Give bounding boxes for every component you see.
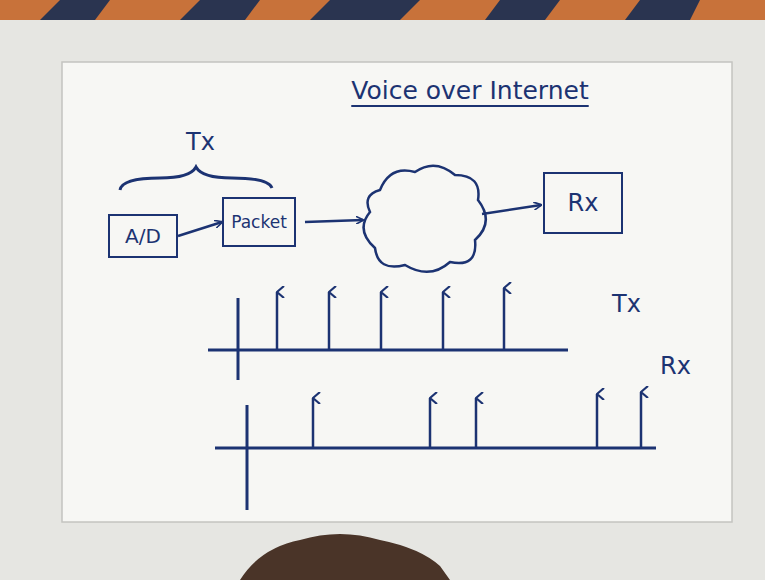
process-box: Packet (222, 197, 296, 247)
brace (120, 167, 272, 190)
network-cloud (364, 166, 486, 272)
axis-label: Rx (660, 352, 691, 380)
slide-title: Voice over Internet (290, 76, 650, 105)
tx-impulses (277, 288, 504, 350)
box-label: Packet (231, 212, 287, 232)
flow-arrow (482, 205, 541, 214)
rx-impulses (313, 392, 641, 448)
rx-timeline (215, 405, 656, 510)
presenter-hand (240, 534, 450, 580)
slide-card (62, 62, 732, 522)
process-box: A/D (108, 214, 178, 258)
top-band (0, 0, 765, 20)
flow-arrow (305, 220, 363, 222)
axis-label: Tx (612, 290, 641, 318)
transmitter-label: Tx (186, 128, 215, 156)
flow-arrow (178, 222, 222, 236)
process-box: Rx (543, 172, 623, 234)
band-stripes (0, 0, 765, 20)
tx-timeline (208, 298, 568, 380)
box-label: A/D (125, 224, 161, 248)
box-label: Rx (568, 189, 599, 217)
